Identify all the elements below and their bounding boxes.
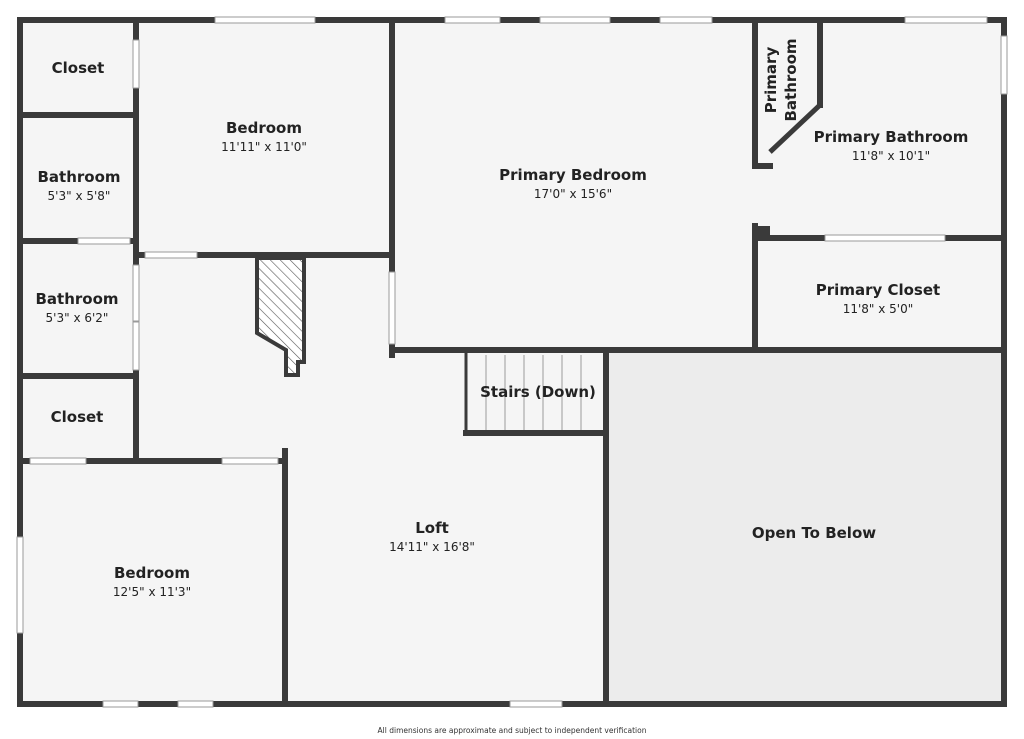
bedroom-top-label: Bedroom <box>226 119 302 137</box>
bath-diagonal-wall <box>768 103 822 154</box>
primary-bath-small-label-2: Bathroom <box>782 38 800 121</box>
primary-bath-small-label-1: Primary <box>762 47 780 114</box>
primary-bedroom-label: Primary Bedroom <box>499 166 647 184</box>
windows <box>16 16 1008 708</box>
room-labels: Closet Bathroom 5'3" x 5'8" Bathroom 5'3… <box>35 38 968 599</box>
loft-dims: 14'11" x 16'8" <box>389 540 475 554</box>
bathroom-1-label: Bathroom <box>37 168 120 186</box>
primary-bedroom-dims: 17'0" x 15'6" <box>534 187 612 201</box>
primary-closet-dims: 11'8" x 5'0" <box>843 302 914 316</box>
bedroom-top-dims: 11'11" x 11'0" <box>221 140 307 154</box>
stairs-label: Stairs (Down) <box>480 383 596 401</box>
loft-label: Loft <box>415 519 449 537</box>
primary-bathroom-dims: 11'8" x 10'1" <box>852 149 930 163</box>
primary-closet-label: Primary Closet <box>816 281 940 299</box>
bathroom-2-dims: 5'3" x 6'2" <box>46 311 109 325</box>
closet-bottom-label: Closet <box>51 408 104 426</box>
primary-bathroom-label: Primary Bathroom <box>814 128 969 146</box>
open-to-below-label: Open To Below <box>752 524 876 542</box>
bath-door-stub <box>752 226 770 236</box>
open-to-below-fill <box>606 350 1004 704</box>
bathroom-2-label: Bathroom <box>35 290 118 308</box>
bathroom-1-dims: 5'3" x 5'8" <box>48 189 111 203</box>
disclaimer-text: All dimensions are approximate and subje… <box>377 726 647 735</box>
bedroom-bottom-dims: 12'5" x 11'3" <box>113 585 191 599</box>
closet-top-label: Closet <box>52 59 105 77</box>
stairs-treads <box>466 355 582 430</box>
chimney-hatch <box>255 256 306 377</box>
bedroom-bottom-label: Bedroom <box>114 564 190 582</box>
